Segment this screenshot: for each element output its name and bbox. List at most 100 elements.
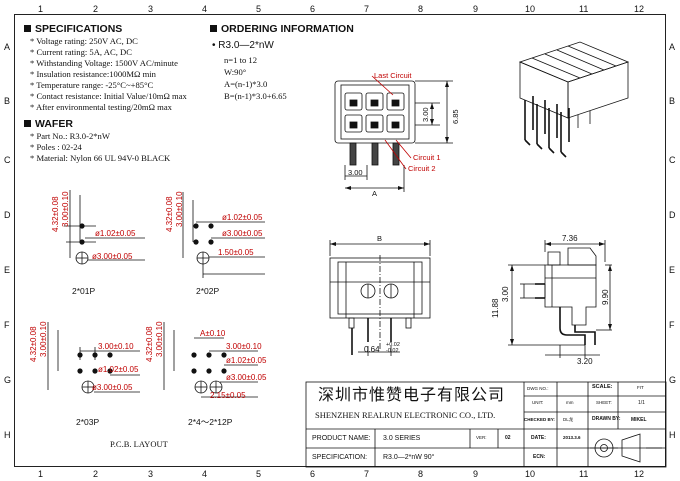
dim-7-36: 7.36 xyxy=(562,234,578,243)
zone-col-label: 11 xyxy=(579,469,589,479)
pcb-layout-2x03p xyxy=(47,322,140,394)
front-dim-A: A xyxy=(372,189,378,198)
pcb01-label: 2*01P xyxy=(72,286,96,296)
bullet-square-icon xyxy=(24,120,31,127)
bullet-square-icon xyxy=(24,25,31,32)
drawing-frame xyxy=(14,14,666,467)
pcb-layout-2x4-12p xyxy=(163,322,258,398)
pcb01-dim-peg: ø3.00±0.05 xyxy=(92,252,133,261)
zone-col-label: 10 xyxy=(525,469,536,479)
wafer-line: * Part No.: R3.0-2*nW xyxy=(30,131,110,141)
circuit1-label: Circuit 1 xyxy=(413,153,441,162)
zone-row-label: G xyxy=(4,375,12,385)
pcb02-dim-3-00-h: ø1.02±0.05 xyxy=(222,213,263,222)
wafer-title: WAFER xyxy=(35,118,73,130)
front-dim-6-85: 6.85 xyxy=(451,109,460,124)
pcb-layout-2x02p xyxy=(182,192,265,278)
zone-row-label: G xyxy=(669,375,677,385)
spec-line: * Contact resistance: Initial Value/10mΩ… xyxy=(30,91,187,101)
zone-row-label: H xyxy=(669,430,676,440)
zone-col-label: 11 xyxy=(579,4,589,14)
zone-col-label: 10 xyxy=(525,4,536,14)
zone-col-label: 1 xyxy=(38,4,44,14)
specifications-heading: SPECIFICATIONS xyxy=(24,24,122,35)
pcb03-dim-hole: ø1.02±0.05 xyxy=(98,365,139,374)
zone-row-label: B xyxy=(669,96,676,106)
sheet-label: SHEET: xyxy=(596,400,612,405)
spec-line: * Insulation resistance:1000MΩ min xyxy=(30,69,156,79)
sheet-value: 1/1 xyxy=(638,400,645,406)
dimension-arrowheads xyxy=(330,81,612,345)
zone-col-label: 7 xyxy=(364,4,370,14)
pcb04-dim-3-00: 3.00±0.10 xyxy=(155,321,164,357)
company-name-en: SHENZHEN REALRUN ELECTRONIC CO., LTD. xyxy=(315,410,496,420)
pcb-layout-caption: P.C.B. LAYOUT xyxy=(110,439,168,449)
pcb03-dim-peg: ø3.00±0.05 xyxy=(92,383,133,392)
bullet-square-icon xyxy=(210,25,217,32)
dwg-no-label: DWG NO.: xyxy=(527,386,549,391)
zone-row-label: E xyxy=(4,265,11,275)
spec-line: * After environmental testing/20mΩ max xyxy=(30,102,172,112)
zone-col-label: 1 xyxy=(38,469,44,479)
dim-0-64: 0.64 xyxy=(364,345,380,354)
zone-col-label: 3 xyxy=(148,4,154,14)
zone-row-label: H xyxy=(4,430,11,440)
zone-col-label: 5 xyxy=(256,4,262,14)
pcb01-dim-4-32: 4.32±0.08 xyxy=(51,196,60,232)
drawn-by-value: MIKEL xyxy=(631,417,647,423)
ordering-heading: ORDERING INFORMATION xyxy=(210,24,354,35)
unit-label: UNIT: xyxy=(532,400,544,405)
zone-col-label: 2 xyxy=(93,4,99,14)
dim-11-88: 11.88 xyxy=(491,298,500,318)
zone-row-label: C xyxy=(4,155,11,165)
product-name-label: PRODUCT NAME: xyxy=(312,435,371,442)
pcb02-dim-hole: ø3.00±0.05 xyxy=(222,229,263,238)
specification-value: R3.0—2*nW 90° xyxy=(383,454,435,461)
zone-col-label: 2 xyxy=(93,469,99,479)
zone-row-label: F xyxy=(4,320,10,330)
zone-col-label: 6 xyxy=(310,4,316,14)
zone-col-label: 7 xyxy=(364,469,370,479)
ordering-line: n=1 to 12 xyxy=(224,55,258,65)
title-block-grid xyxy=(305,381,667,468)
pcb02-dim-4-32: 4.32±0.08 xyxy=(165,196,174,232)
spec-line: * Current rating: 5A, AC, DC xyxy=(30,47,132,57)
pcb03-dim-4-32: 4.32±0.08 xyxy=(29,326,38,362)
pcb04-dim-peg: ø3.00±0.05 xyxy=(226,373,267,382)
specifications-title: SPECIFICATIONS xyxy=(35,23,123,35)
pcb03-dim-3-00-h: 3.00±0.10 xyxy=(98,342,134,351)
dim-3-00-side: 3.00 xyxy=(501,286,510,302)
last-circuit-label: Last Circuit xyxy=(374,71,412,80)
ordering-part-number: R3.0—2*nW xyxy=(218,40,274,51)
ordering-line: B=(n-1)*3.0+6.65 xyxy=(224,91,287,101)
pcb04-dim-A: A±0.10 xyxy=(200,329,226,338)
dim-3-20: 3.20 xyxy=(577,357,593,366)
zone-row-label: A xyxy=(669,42,676,52)
zone-col-label: 9 xyxy=(473,469,479,479)
pcb04-label: 2*4～2*12P xyxy=(188,417,233,427)
dim-0-64-tol-down: -0.02 xyxy=(386,348,399,354)
front-dim-3-00-side: 3.00 xyxy=(421,107,430,122)
front-dim-3-00: 3.00 xyxy=(348,168,363,177)
zone-col-label: 4 xyxy=(202,4,208,14)
pcb02-label: 2*02P xyxy=(196,286,220,296)
circuit-leaders xyxy=(371,75,412,170)
zone-col-label: 8 xyxy=(418,469,424,479)
scale-label: SCALE: xyxy=(592,384,613,390)
scale-value: FIT xyxy=(637,385,644,390)
unit-value: mm xyxy=(566,400,574,405)
zone-col-label: 4 xyxy=(202,469,208,479)
isometric-connector-view xyxy=(518,41,630,158)
company-name-cn: 深圳市惟赞电子有限公司 xyxy=(318,385,506,404)
zone-col-label: 5 xyxy=(256,469,262,479)
pcb04-dim-hole: ø1.02±0.05 xyxy=(226,356,267,365)
pcb04-dim-4-32: 4.32±0.08 xyxy=(145,326,154,362)
specification-label: SPECIFICATION: xyxy=(312,454,368,461)
pcb04-dim-2-15: 2.15±0.05 xyxy=(210,391,246,400)
dim-9-90: 9.90 xyxy=(601,289,610,305)
spec-line: * Temperature range: -25°C~+85°C xyxy=(30,80,154,90)
spec-line: * Withstanding Voltage: 1500V AC/minute xyxy=(30,58,178,68)
ordering-part: • R3.0—2*nW xyxy=(212,40,274,51)
product-name-value: 3.0 SERIES xyxy=(383,435,421,442)
wafer-heading: WAFER xyxy=(24,119,73,130)
